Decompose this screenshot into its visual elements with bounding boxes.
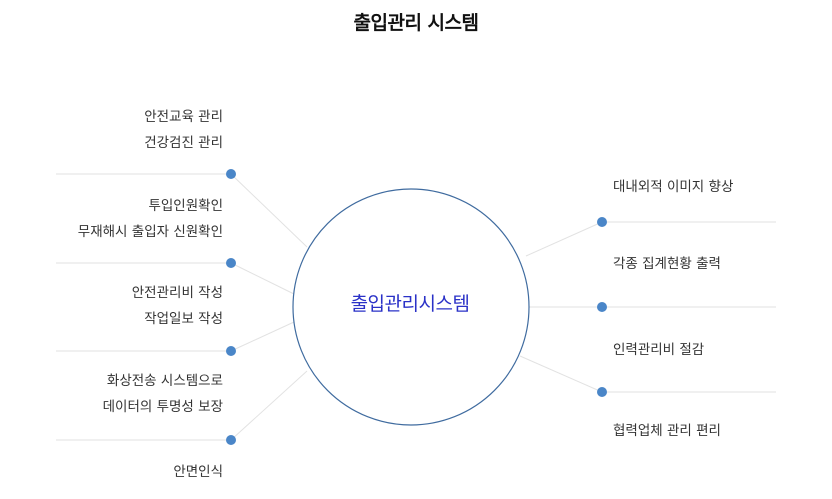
dot-right-2 [597,302,607,312]
right-item-partner-management: 협력업체 관리 편리 [613,423,721,439]
connector-left-1 [230,173,308,248]
left-item-line: 데이터의 투명성 보장 [102,399,223,415]
left-item-line: 안전교육 관리 [144,109,223,125]
node-dots [226,169,607,445]
left-item-safety-cost: 안전관리비 작성 작업일보 작성 [132,280,223,332]
center-label: 출입관리시스템 [350,293,470,315]
connector-right-3 [519,355,603,393]
dot-right-3 [597,387,607,397]
separator-lines [56,173,776,441]
connector-right-1 [525,221,603,257]
dot-right-1 [597,217,607,227]
left-item-face-recognition: 안면인식 [173,459,223,485]
right-item-statistics: 각종 집계현황 출력 [613,256,721,272]
left-item-line: 무재해시 출입자 신원확인 [77,224,223,240]
connector-left-3 [230,321,295,352]
dot-left-2 [226,258,236,268]
page-title: 출입관리 시스템 [353,12,479,34]
dot-left-3 [226,346,236,356]
left-item-line: 화상전송 시스템으로 [106,373,223,389]
center-circle [292,188,530,426]
left-item-line: 건강검진 관리 [144,135,223,151]
left-item-safety-education: 안전교육 관리 건강검진 관리 [144,104,223,156]
left-item-video-transmission: 화상전송 시스템으로 데이터의 투명성 보장 [103,368,223,420]
left-item-line: 안면인식 [173,464,223,480]
dot-left-4 [226,435,236,445]
connector-lines [230,173,603,441]
left-item-line: 안전관리비 작성 [131,285,223,301]
left-item-line: 투입인원확인 [148,198,223,214]
right-item-image: 대내외적 이미지 향상 [613,179,734,195]
right-item-cost-reduction: 인력관리비 절감 [613,342,705,358]
connector-left-4 [230,370,308,441]
left-item-line: 작업일보 작성 [144,311,223,327]
dot-left-1 [226,169,236,179]
left-item-worker-check: 투입인원확인 무재해시 출입자 신원확인 [78,193,223,245]
connector-left-2 [230,262,295,295]
